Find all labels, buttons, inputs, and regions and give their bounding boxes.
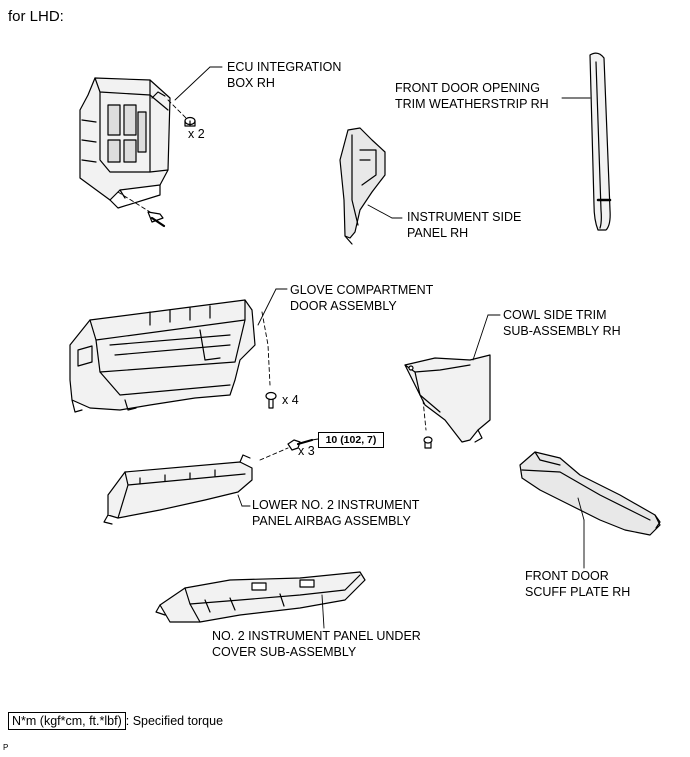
lower-airbag-drawing — [103, 454, 253, 525]
glove-compartment-label-line2: DOOR ASSEMBLY — [290, 299, 397, 313]
cowl-side-trim-label-line2: SUB-ASSEMBLY RH — [503, 324, 621, 338]
ecu-bolt-drawing — [147, 211, 166, 228]
ecu-label-line1: ECU INTEGRATION — [227, 60, 342, 74]
instrument-side-panel-label-line2: PANEL RH — [407, 226, 469, 240]
scuff-plate-drawing — [519, 451, 661, 536]
weatherstrip-label-line2: TRIM WEATHERSTRIP RH — [395, 97, 549, 111]
torque-value-box: 10 (102, 7) — [318, 432, 384, 448]
corner-mark: P — [3, 743, 9, 752]
under-cover-label-line2: COVER SUB-ASSEMBLY — [212, 645, 357, 659]
header-title: for LHD: — [8, 8, 64, 25]
cowl-side-trim-label-line1: COWL SIDE TRIM — [503, 308, 607, 322]
scuff-plate-label-line1: FRONT DOOR — [525, 569, 609, 583]
glove-screw-drawing — [265, 391, 277, 409]
cowl-side-trim-drawing — [404, 354, 491, 443]
airbag-bolt-drawing — [287, 438, 314, 451]
weatherstrip-label-line1: FRONT DOOR OPENING — [395, 81, 540, 95]
lower-airbag-label-line2: PANEL AIRBAG ASSEMBLY — [252, 514, 411, 528]
glove-compartment-drawing — [69, 299, 256, 413]
glove-compartment-label-line1: GLOVE COMPARTMENT — [290, 283, 434, 297]
cowl-clip-drawing — [423, 436, 433, 449]
glove-screw-quantity: x 4 — [282, 393, 299, 407]
ecu-nut-quantity: x 2 — [188, 127, 205, 141]
torque-unit-box: N*m (kgf*cm, ft.*lbf) — [8, 712, 126, 730]
instrument-side-panel-label-line1: INSTRUMENT SIDE — [407, 210, 522, 224]
under-cover-label-line1: NO. 2 INSTRUMENT PANEL UNDER — [212, 629, 421, 643]
under-cover-drawing — [155, 571, 366, 623]
instrument-side-panel-drawing — [339, 127, 386, 245]
torque-legend-description: : Specified torque — [125, 714, 224, 728]
weatherstrip-drawing — [589, 52, 612, 231]
lower-airbag-label-line1: LOWER NO. 2 INSTRUMENT — [252, 498, 420, 512]
ecu-label-line2: BOX RH — [227, 76, 275, 90]
ecu-nut-drawing — [184, 116, 196, 127]
ecu-integration-box-drawing — [79, 77, 171, 209]
scuff-plate-label-line2: SCUFF PLATE RH — [525, 585, 631, 599]
torque-legend: N*m (kgf*cm, ft.*lbf): Specified torque — [8, 712, 223, 730]
airbag-bolt-quantity: x 3 — [298, 444, 315, 458]
